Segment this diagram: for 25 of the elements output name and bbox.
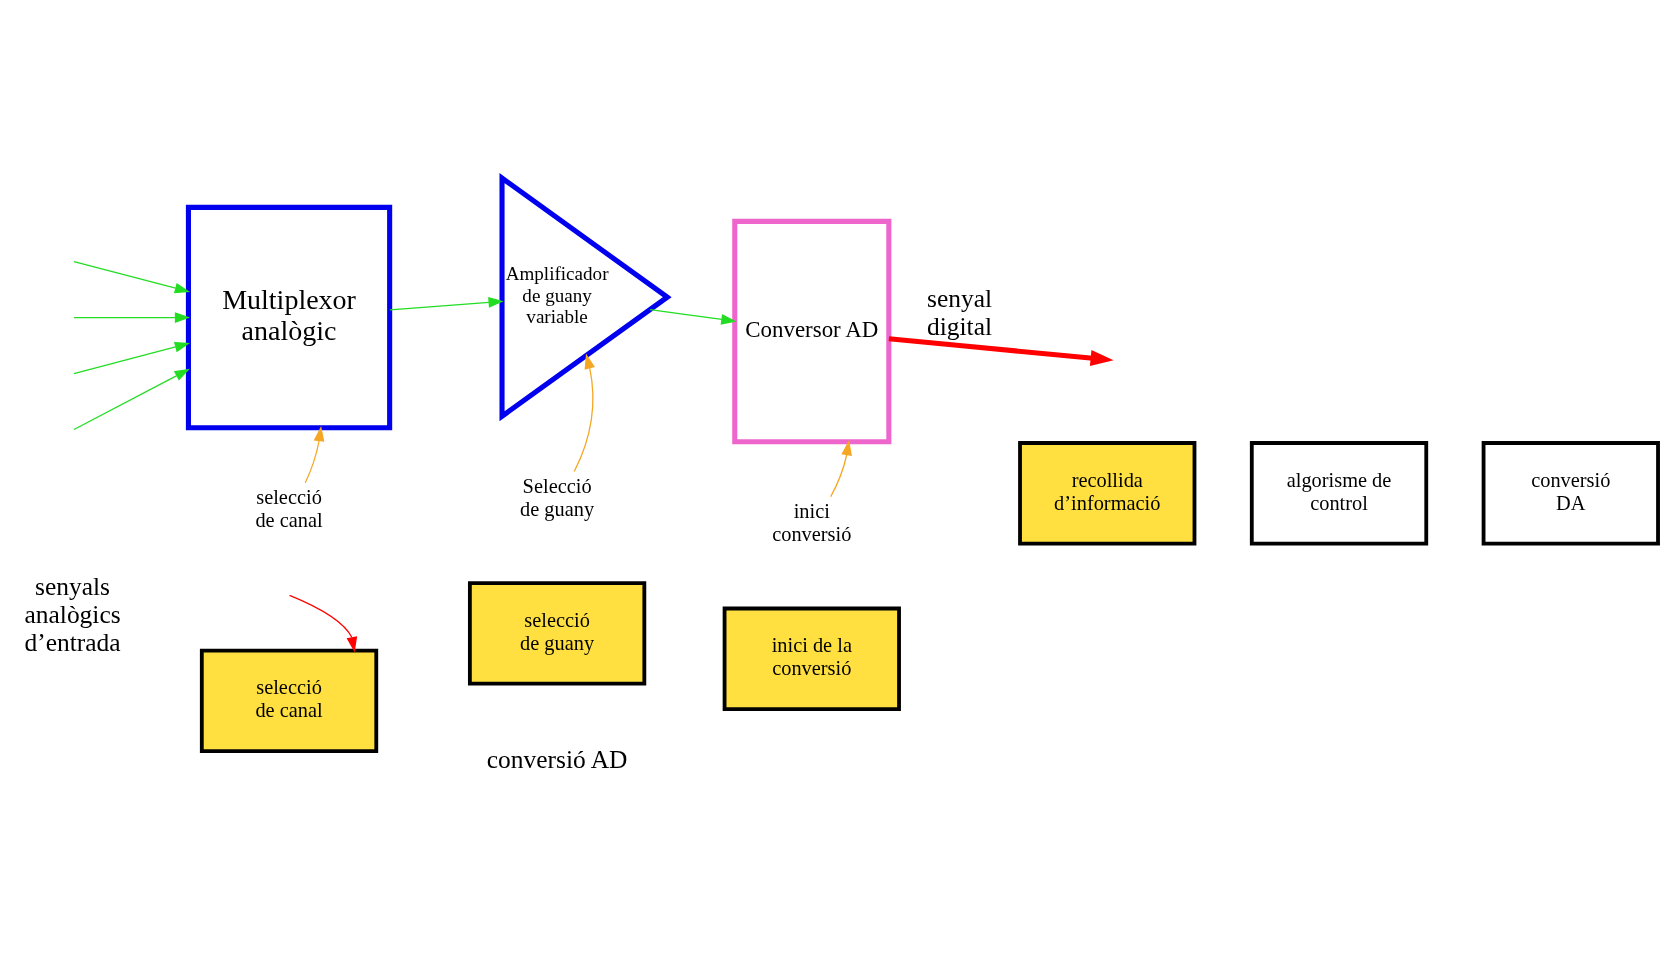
arrow xyxy=(288,594,358,652)
label: conversió AD xyxy=(486,744,628,774)
node-box: conversió DA xyxy=(1481,440,1660,545)
node-box: Conversor AD xyxy=(732,218,892,444)
node-text: selecció de canal xyxy=(255,485,323,531)
edge-label: senyal digital xyxy=(927,283,993,341)
node-box: selecció de canal xyxy=(199,648,379,753)
arrow xyxy=(304,425,325,483)
node-text: inici conversió xyxy=(772,499,852,545)
node-text: Selecció de guany xyxy=(520,474,595,520)
arrow xyxy=(573,353,595,472)
node-box: recollida d’informació xyxy=(1018,440,1197,545)
arrow xyxy=(73,341,191,374)
arrow xyxy=(73,311,191,323)
arrow xyxy=(389,296,504,311)
node-box: inici de la conversió xyxy=(722,606,901,711)
arrow xyxy=(649,308,737,325)
arrow xyxy=(830,439,852,497)
label: senyals analògics d’entrada xyxy=(24,571,121,657)
arrow xyxy=(888,335,1114,366)
arrow xyxy=(73,368,190,430)
node-box: Multiplexor analògic xyxy=(185,204,393,430)
node-box: algorisme de control xyxy=(1249,440,1429,545)
arrow xyxy=(73,260,191,293)
node-box: selecció de guany xyxy=(467,580,647,686)
